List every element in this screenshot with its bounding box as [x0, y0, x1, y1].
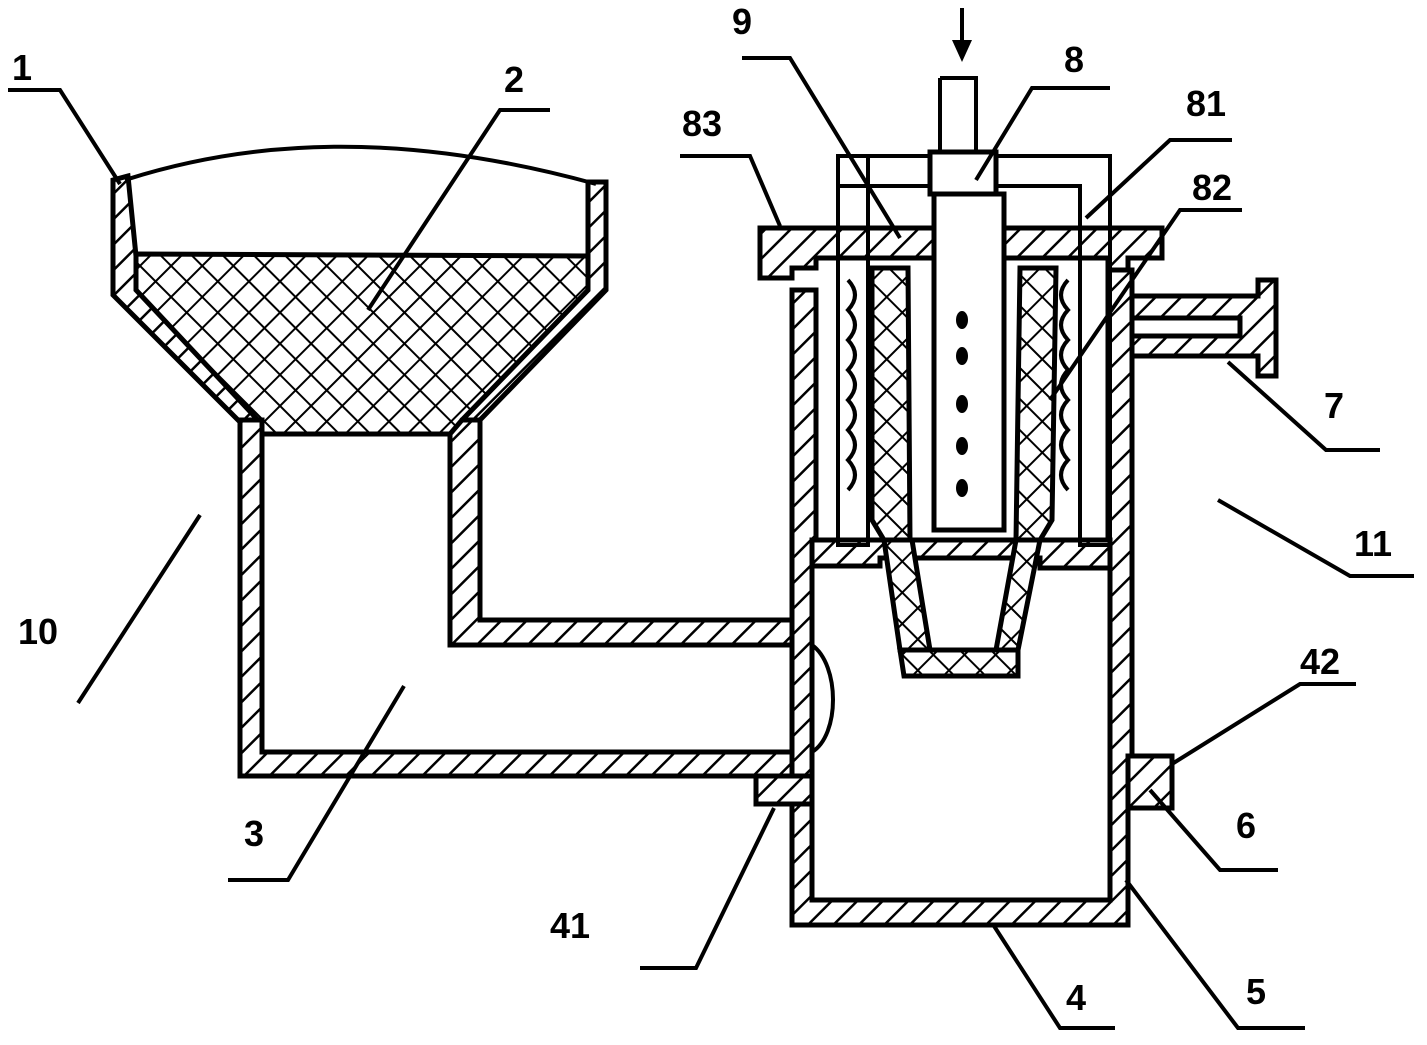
heater-assembly	[836, 76, 1112, 679]
label-10: 10	[18, 611, 58, 652]
label-82: 82	[1192, 167, 1232, 208]
label-83: 83	[682, 103, 722, 144]
outlet-pipe	[1129, 277, 1279, 379]
label-42: 42	[1300, 641, 1340, 682]
siphon-pipe	[237, 417, 835, 779]
label-7: 7	[1324, 385, 1344, 426]
filter-mesh	[133, 251, 591, 437]
inlet-arrow	[952, 8, 972, 62]
label-4: 4	[1066, 977, 1086, 1018]
leader-lines	[8, 56, 1414, 1030]
reference-labels: 1 2 3 4 5 6 7 8 9 10 11 41 42 81 82 83	[12, 1, 1392, 1018]
label-11: 11	[1354, 523, 1392, 564]
label-3: 3	[244, 813, 264, 854]
label-8: 8	[1064, 39, 1084, 80]
label-9: 9	[732, 1, 752, 42]
label-6: 6	[1236, 805, 1256, 846]
label-1: 1	[12, 47, 32, 88]
label-41: 41	[550, 905, 590, 946]
label-2: 2	[504, 59, 524, 100]
label-81: 81	[1186, 83, 1226, 124]
label-5: 5	[1246, 971, 1266, 1012]
